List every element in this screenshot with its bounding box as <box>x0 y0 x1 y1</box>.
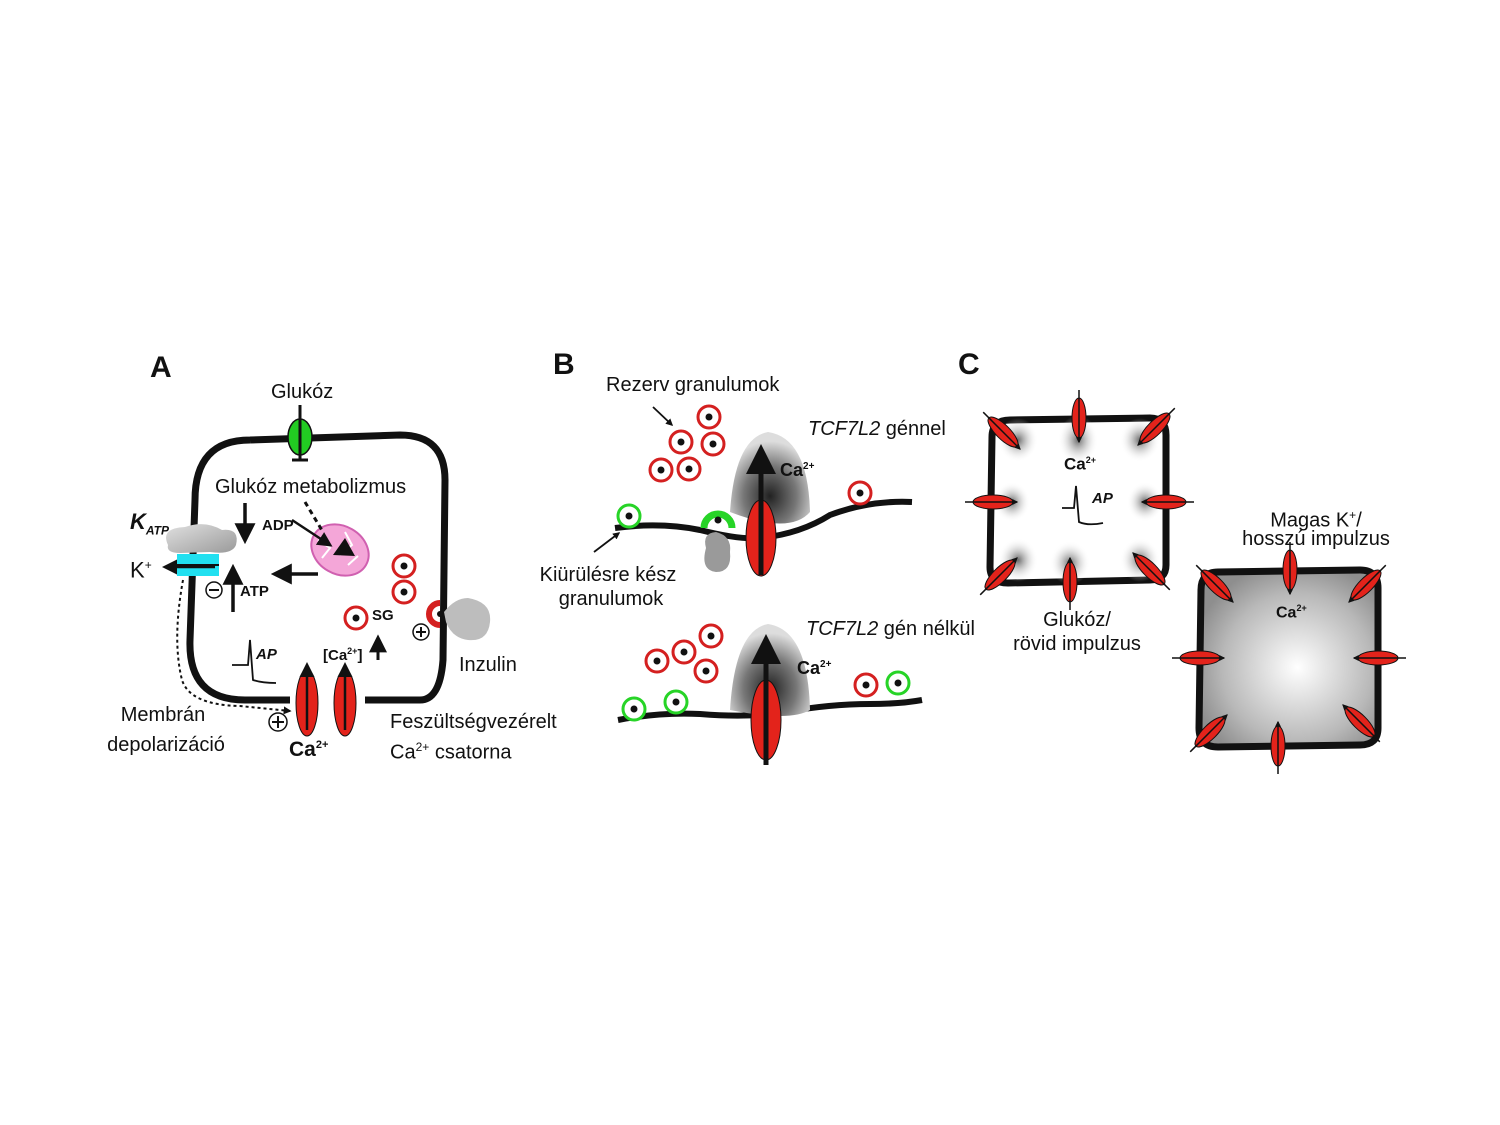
panel-b-letter: B <box>553 348 575 381</box>
atp-label: ATP <box>240 583 269 600</box>
k-plus-label: K+ <box>130 557 152 583</box>
action-potential-trace-c <box>1062 485 1104 526</box>
reserve-granules-label: Rezerv granulumok <box>606 374 780 396</box>
ca-label-b-top: Ca2+ <box>780 460 815 480</box>
depolarization-path <box>176 579 292 715</box>
panel-c-letter: C <box>958 348 980 381</box>
ca-concentration-label: [Ca2+] <box>323 646 363 664</box>
ap-label-c: AP <box>1092 490 1113 507</box>
secretory-granules-a <box>343 553 417 631</box>
ca-label-c-large: Ca2+ <box>1276 603 1307 622</box>
without-gene-label: TCF7L2 gén nélkül <box>806 618 975 640</box>
ca-label-b-bottom: Ca2+ <box>797 658 832 678</box>
panel-c <box>965 390 1406 774</box>
katp-label: KATP <box>130 509 169 538</box>
short-pulse-label-1: Glukóz/ <box>1043 609 1111 631</box>
action-potential-trace-a <box>232 639 277 684</box>
glucose-metabolism-label: Glukóz metabolizmus <box>215 476 407 498</box>
katp-channel <box>166 524 237 553</box>
exocytosing-granule <box>426 600 441 628</box>
reserve-granules-top <box>648 404 873 506</box>
long-pulse-label-1: Magas K+/ <box>1270 508 1362 532</box>
ca-plume-bottom <box>730 624 810 716</box>
insulin-label: Inzulin <box>459 654 517 676</box>
ready-granules-label-1: Kiürülésre kész <box>539 564 677 586</box>
reserve-granules-bottom <box>644 623 879 698</box>
ready-granules-bottom <box>621 670 911 722</box>
cell-membrane-a <box>186 431 449 704</box>
voltage-gated-ca-channels <box>295 662 357 737</box>
glucose-label: Glukóz <box>271 381 334 403</box>
ca-channels-small-cell <box>965 390 1194 610</box>
long-pulse-label-2: hosszú impulzus <box>1242 528 1390 550</box>
panel-a-letter: A <box>150 351 172 384</box>
panel-a <box>162 405 491 737</box>
with-gene-label: TCF7L2 génnel <box>808 418 946 440</box>
insulin-release <box>444 598 491 641</box>
vgcc-label-1: Feszültségvezérelt <box>390 711 557 733</box>
ca-channels-large-cell <box>1172 542 1406 774</box>
vgcc-label-2: Ca2+ csatorna <box>390 740 512 764</box>
membrane-depolarization-label-1: Membrán <box>120 704 206 726</box>
fusing-granule <box>700 510 736 529</box>
ca-label-a: Ca2+ <box>289 738 329 761</box>
ready-granules-label-2: granulumok <box>558 588 664 610</box>
short-pulse-label-2: rövid impulzus <box>1013 633 1141 655</box>
release-plume <box>704 532 731 572</box>
ap-label-a: AP <box>256 646 277 663</box>
ca-label-c-small: Ca2+ <box>1064 454 1096 474</box>
panel-b <box>593 404 923 765</box>
adp-label: ADP <box>262 517 294 534</box>
membrane-depolarization-label-2: depolarizáció <box>107 734 225 756</box>
sg-label: SG <box>372 607 394 624</box>
